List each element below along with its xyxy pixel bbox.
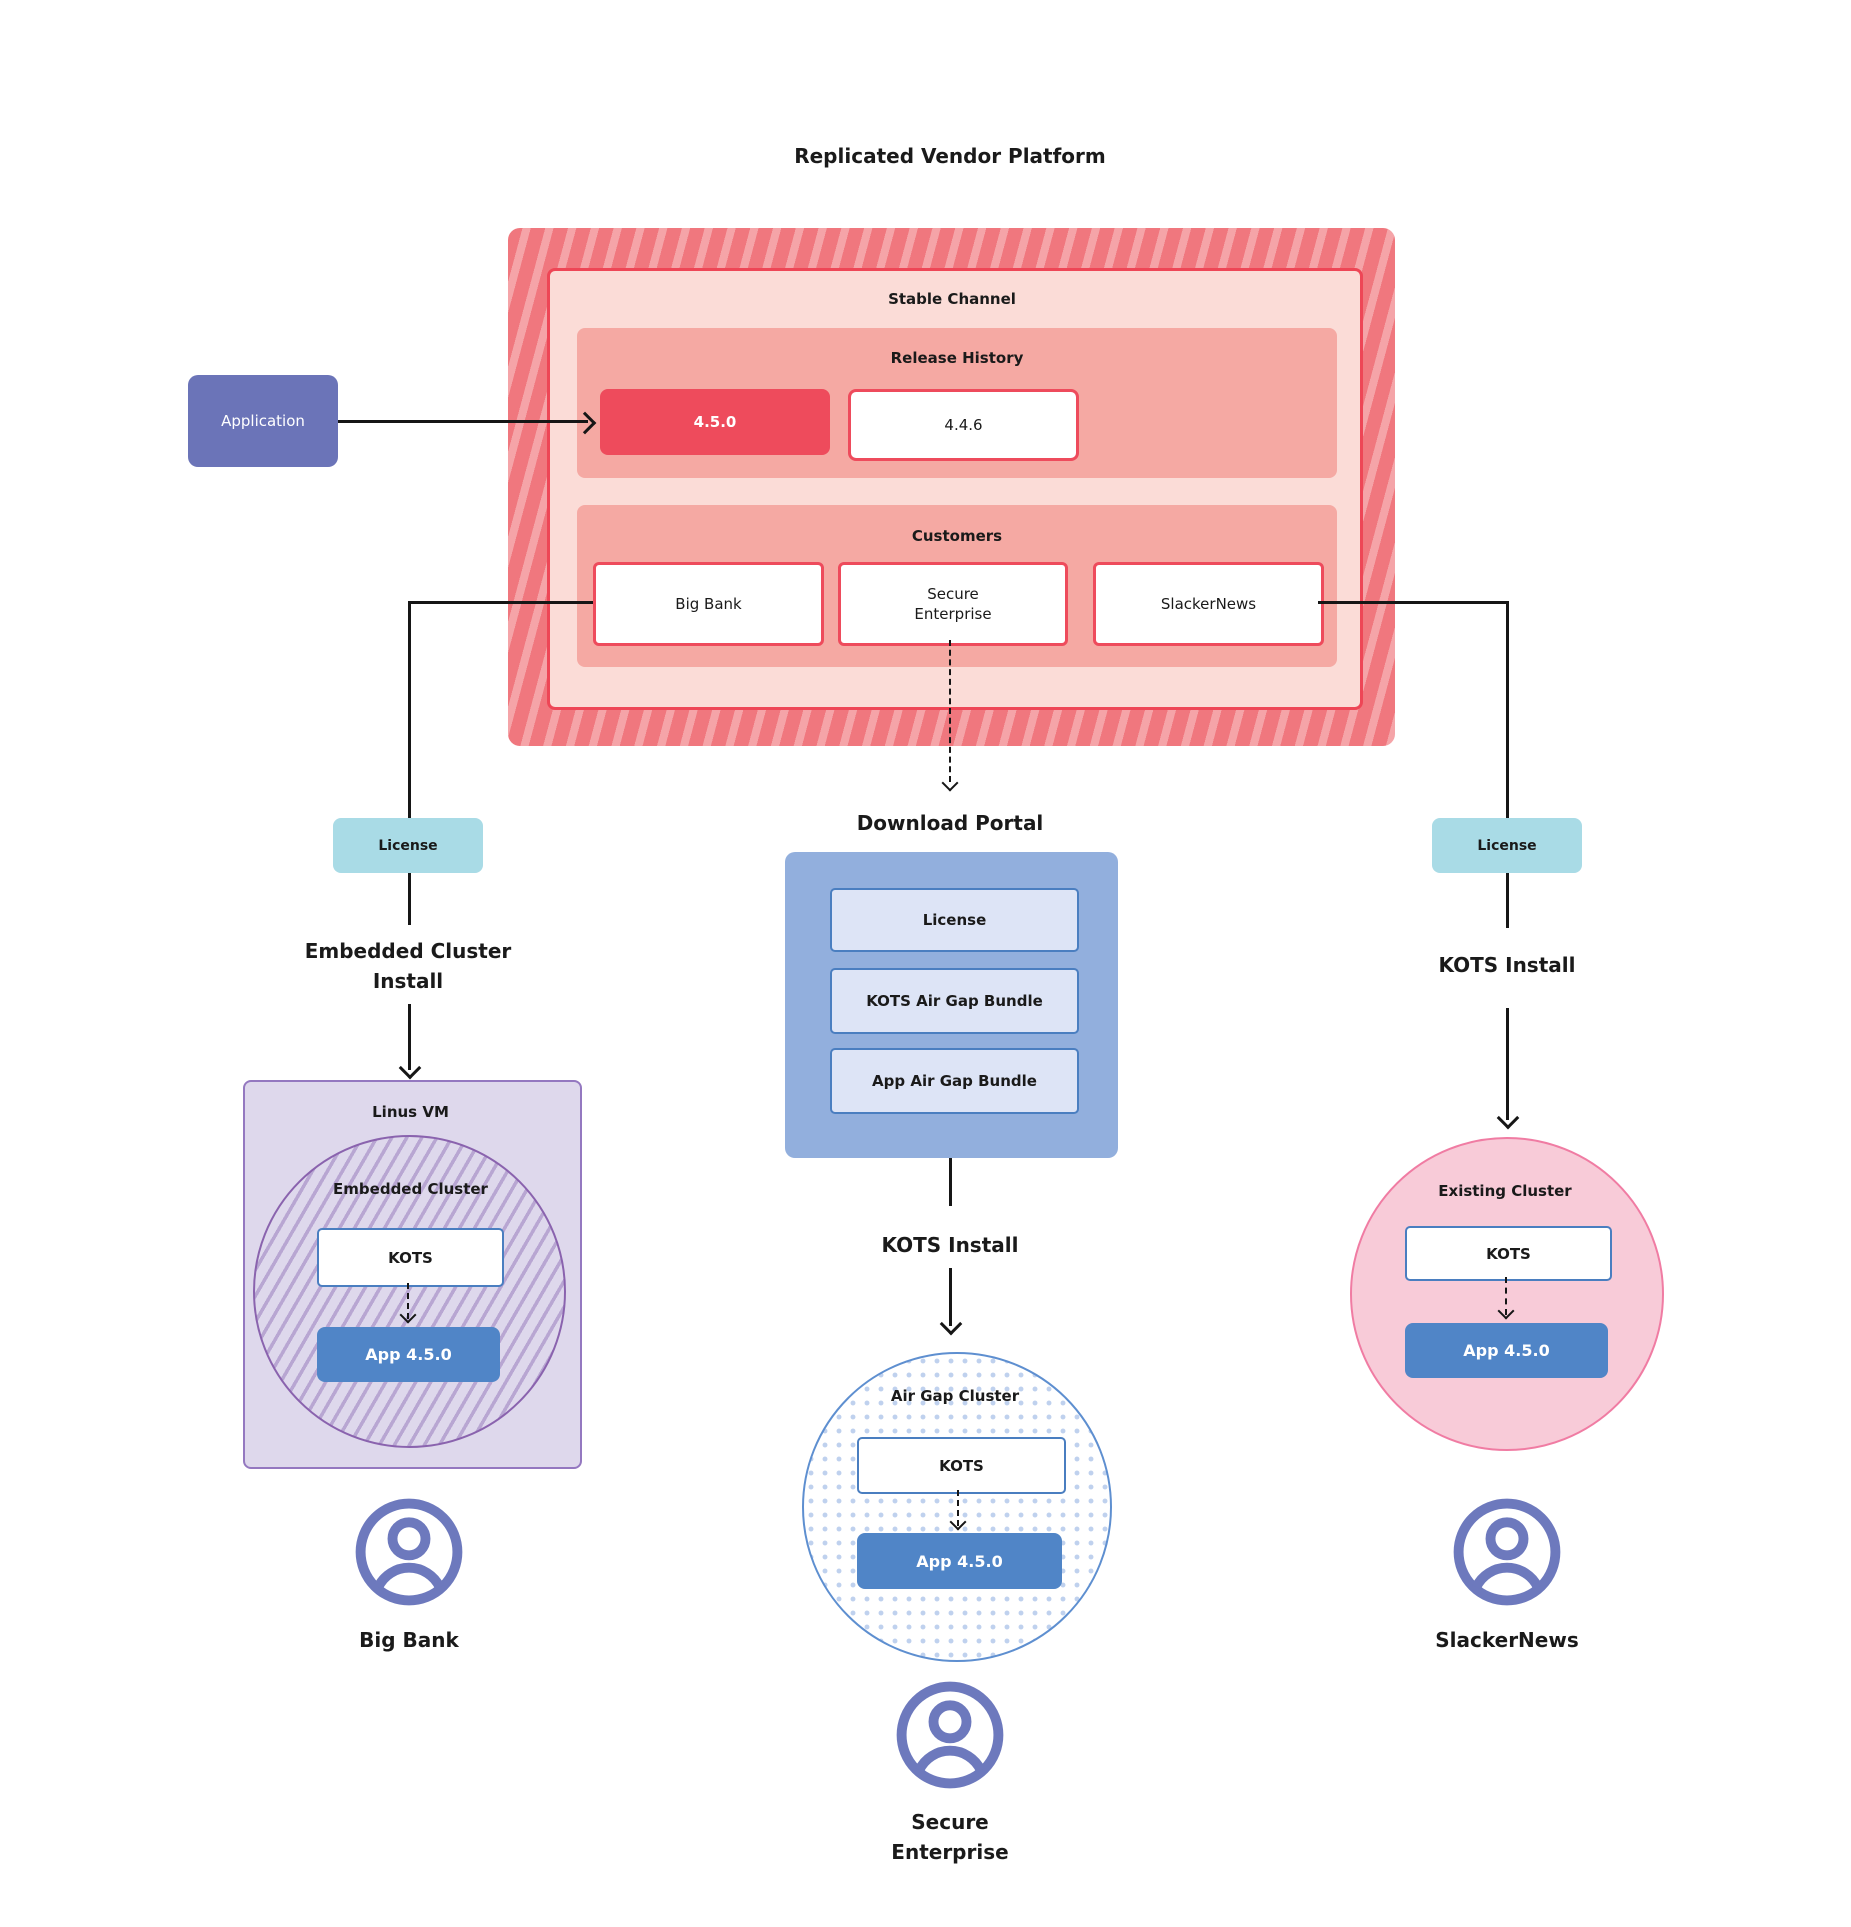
portal-item-kots-bundle: KOTS Air Gap Bundle (830, 968, 1079, 1034)
arrowhead-down-icon (941, 774, 959, 792)
connector-portal-down (949, 1158, 952, 1206)
connector-to-linus-vm (408, 1004, 411, 1070)
airgap-kots-box: KOTS (857, 1437, 1066, 1494)
diagram-title: Replicated Vendor Platform (794, 144, 1106, 168)
portal-item-app-bundle: App Air Gap Bundle (830, 1048, 1079, 1114)
connector-slackernews-right (1318, 601, 1509, 604)
right-install-label: KOTS Install (1438, 953, 1576, 977)
user-icon (1453, 1498, 1561, 1606)
embedded-cluster-circle (253, 1135, 566, 1448)
linus-vm-label: Linus VM (372, 1103, 449, 1121)
customer-big-bank: Big Bank (593, 562, 824, 646)
existing-kots-box: KOTS (1405, 1226, 1612, 1281)
embedded-cluster-label: Embedded Cluster (333, 1180, 488, 1198)
release-version-current: 4.5.0 (600, 389, 830, 455)
user-label-secure-enterprise: Secure Enterprise (891, 1810, 1009, 1864)
user-label-slackernews: SlackerNews (1435, 1628, 1579, 1652)
connector-application-to-release (338, 420, 588, 423)
customers-label: Customers (911, 527, 1003, 545)
release-version-previous: 4.4.6 (848, 389, 1079, 461)
connector-slackernews-down (1506, 601, 1509, 818)
release-history-label: Release History (890, 349, 1024, 367)
embedded-kots-box: KOTS (317, 1228, 504, 1287)
arrowhead-down-icon (1496, 1106, 1520, 1130)
center-install-label: KOTS Install (881, 1233, 1019, 1257)
connector-license-down-left (408, 873, 411, 925)
connector-kots-to-app-left (407, 1283, 409, 1319)
airgap-app-box: App 4.5.0 (857, 1533, 1062, 1589)
user-icon (355, 1498, 463, 1606)
connector-bigbank-left (408, 601, 593, 604)
license-box-left: License (333, 818, 483, 873)
connector-kots-to-app-center (957, 1490, 959, 1526)
download-portal-title: Download Portal (856, 811, 1044, 835)
left-install-label: Embedded Cluster Install (304, 939, 512, 993)
connector-license-down-right (1506, 873, 1509, 928)
connector-to-existing-cluster (1506, 1008, 1509, 1120)
connector-to-airgap-cluster (949, 1268, 952, 1326)
license-box-right: License (1432, 818, 1582, 873)
user-icon (896, 1681, 1004, 1789)
embedded-app-box: App 4.5.0 (317, 1327, 500, 1382)
air-gap-cluster-label: Air Gap Cluster (890, 1387, 1020, 1405)
existing-app-box: App 4.5.0 (1405, 1323, 1608, 1378)
existing-cluster-label: Existing Cluster (1438, 1182, 1572, 1200)
connector-kots-to-app-right (1505, 1277, 1507, 1315)
arrowhead-down-icon (398, 1056, 422, 1080)
connector-secure-to-portal (949, 640, 951, 782)
connector-bigbank-down (408, 601, 411, 818)
stable-channel-label: Stable Channel (888, 290, 1016, 308)
arrowhead-down-icon (939, 1312, 963, 1336)
user-label-big-bank: Big Bank (359, 1628, 459, 1652)
customer-slackernews: SlackerNews (1093, 562, 1324, 646)
customer-secure-enterprise: Secure Enterprise (838, 562, 1068, 646)
application-box: Application (188, 375, 338, 467)
existing-cluster-circle (1350, 1137, 1664, 1451)
portal-item-license: License (830, 888, 1079, 952)
